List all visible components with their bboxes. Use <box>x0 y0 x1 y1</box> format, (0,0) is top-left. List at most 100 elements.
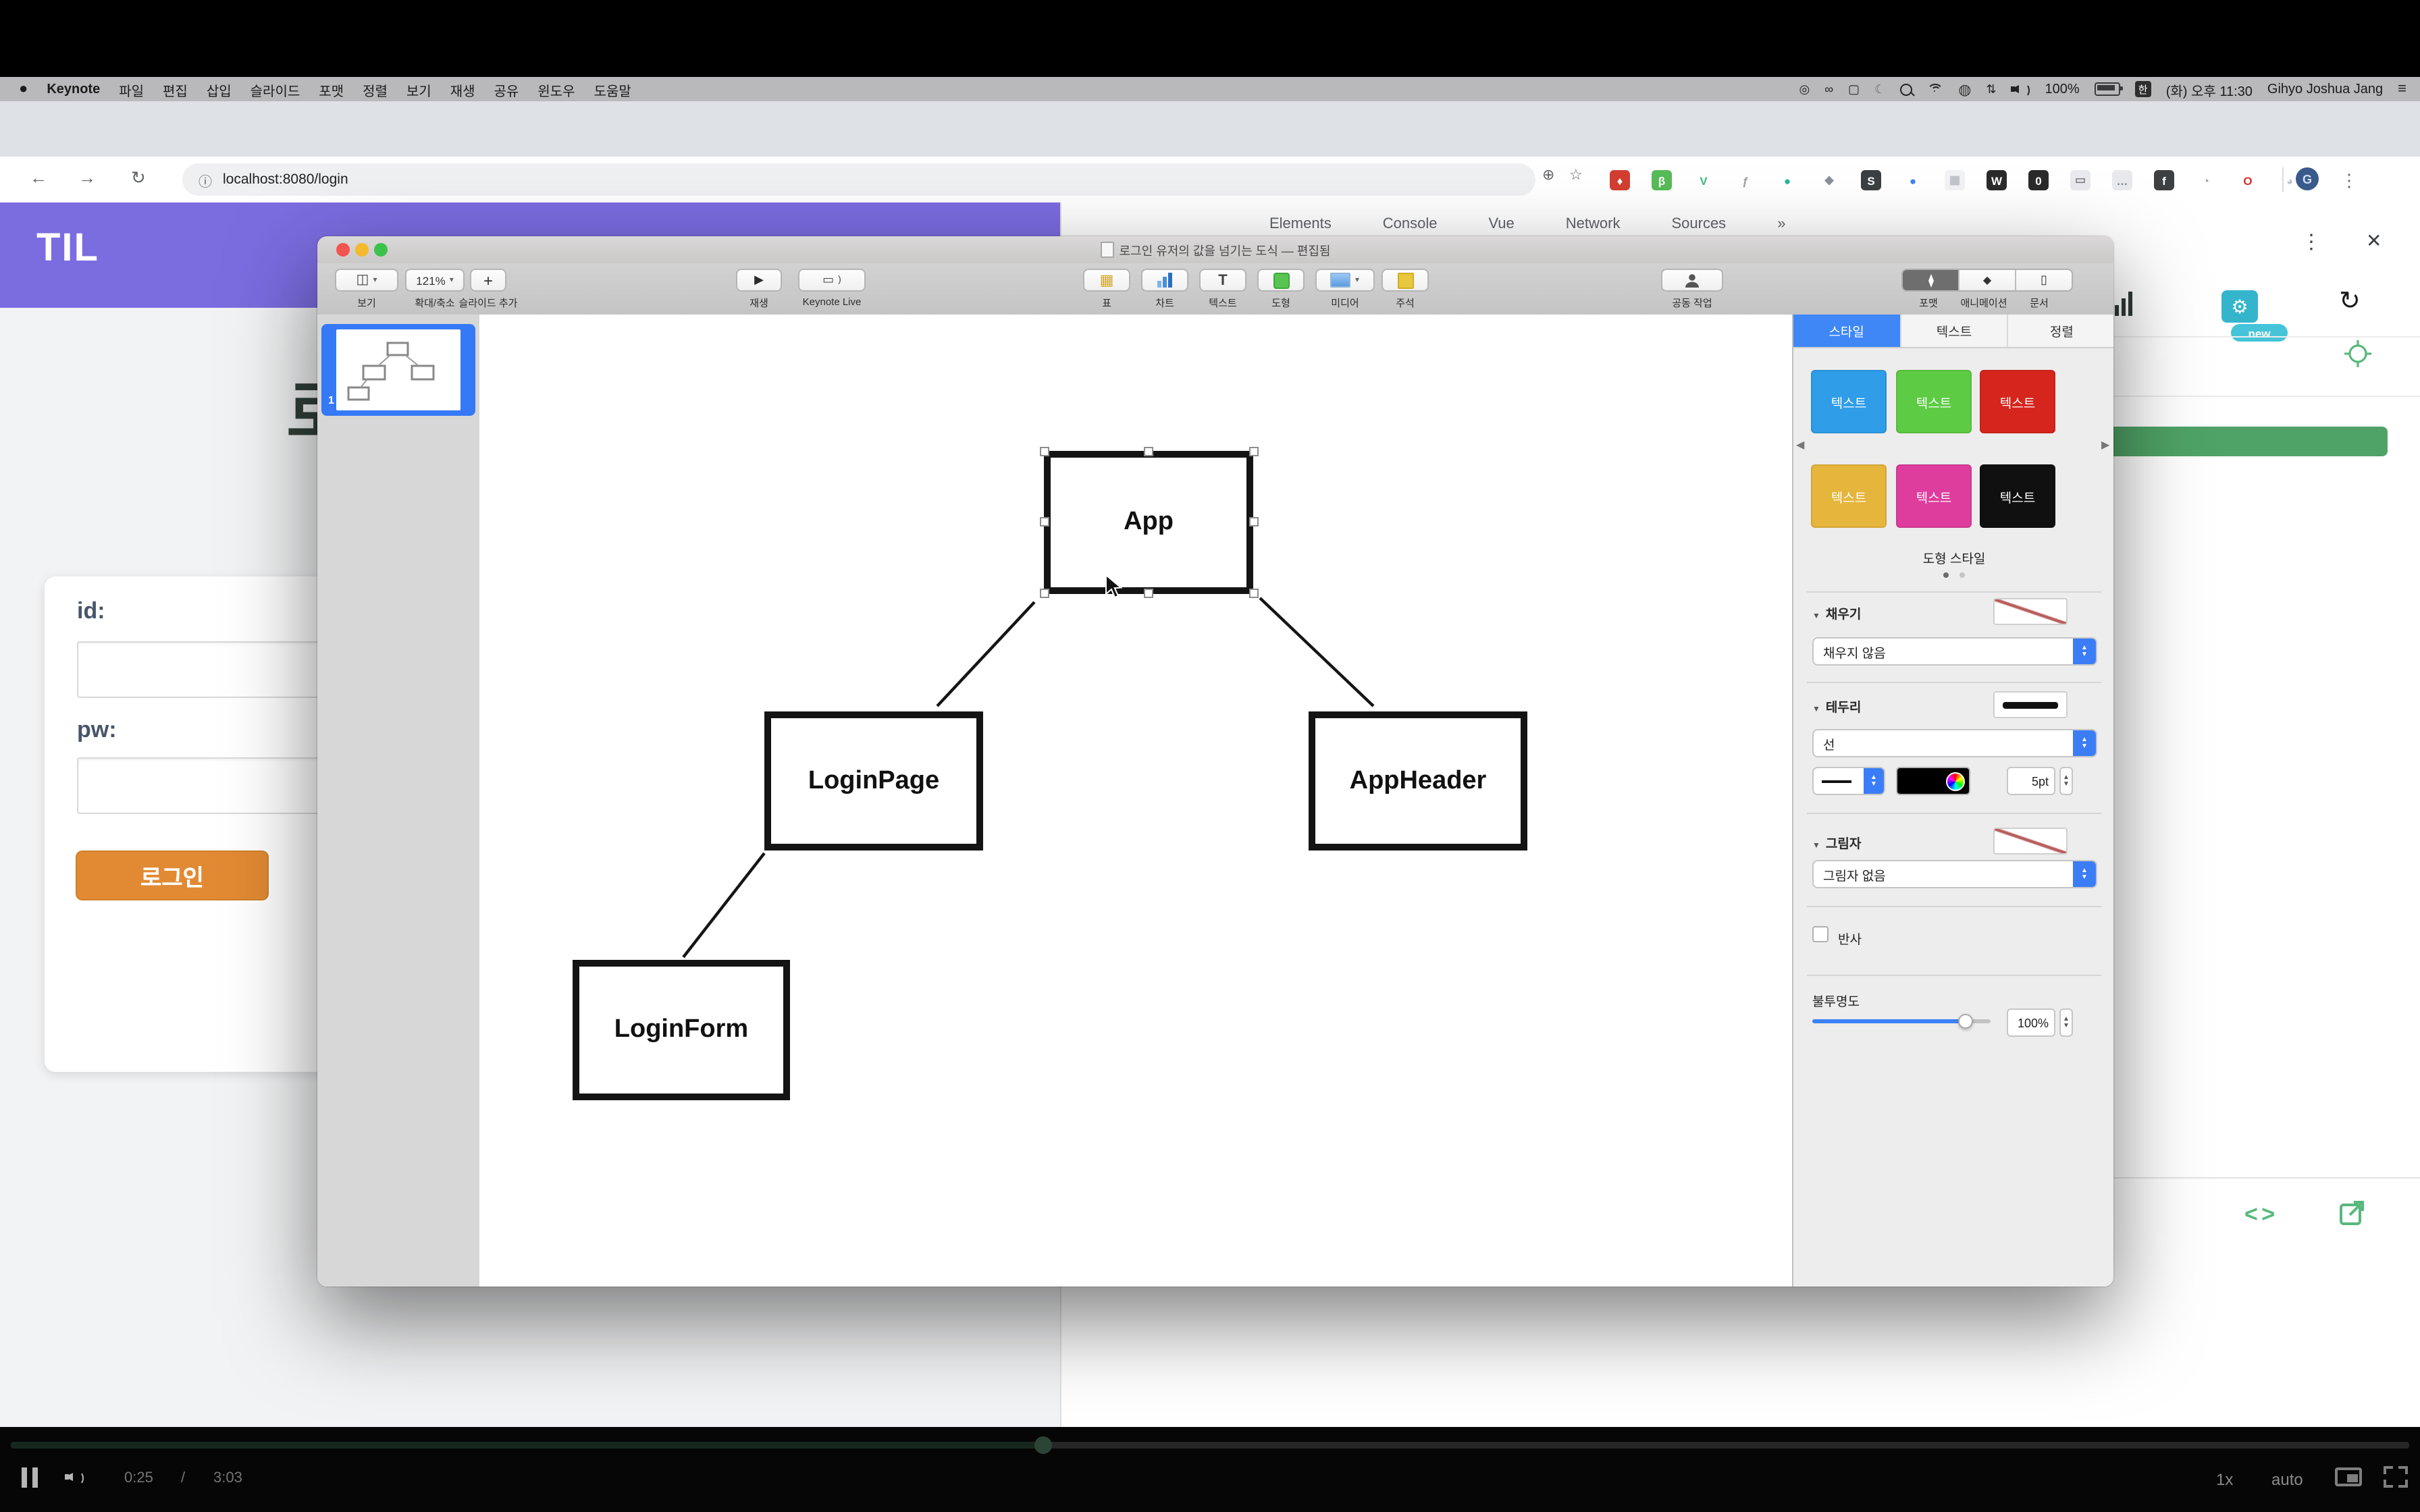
til-brand[interactable]: TIL <box>36 227 99 270</box>
selection-handle[interactable] <box>1040 447 1049 456</box>
menu-item[interactable]: 정렬 <box>363 84 388 99</box>
back-icon[interactable]: ← <box>30 167 47 188</box>
opacity-value-field[interactable]: 100% <box>2007 1008 2055 1037</box>
vpn-icon[interactable]: ◍ <box>1958 82 1972 98</box>
apple-menu-icon[interactable]: ● <box>19 81 28 97</box>
selection-handle[interactable] <box>1040 517 1049 526</box>
view-tool[interactable]: ◫▾ 보기 <box>335 269 398 309</box>
tab-arrange[interactable]: 정렬 <box>2049 325 2074 340</box>
animate-tab[interactable]: ◆ <box>1959 270 2016 290</box>
selection-handle[interactable] <box>1040 589 1049 598</box>
bookmark-star-icon[interactable]: ☆ <box>1569 167 1583 184</box>
fullscreen-icon[interactable] <box>2384 1466 2408 1488</box>
zoom-tool[interactable]: 121%▾ 확대/축소 <box>405 269 465 309</box>
refresh-icon[interactable]: ↻ <box>2339 288 2361 316</box>
style-swatch[interactable]: 텍스트 <box>1896 370 1972 433</box>
color-wheel-icon[interactable] <box>1946 772 1965 791</box>
extension-icon[interactable]: … <box>2112 170 2132 190</box>
battery-icon[interactable] <box>2094 82 2123 96</box>
style-swatch[interactable]: 텍스트 <box>1811 370 1887 433</box>
screen-record-icon[interactable]: ◎ <box>1799 82 1810 95</box>
extension-icon[interactable]: S <box>1861 170 1881 190</box>
text-tool[interactable]: T 텍스트 <box>1199 269 1246 309</box>
add-slide-tool[interactable]: + 슬라이드 추가 <box>459 269 517 309</box>
extension-icon[interactable]: ƒ <box>1735 170 1756 190</box>
close-traffic-light[interactable] <box>336 243 350 256</box>
devtools-tab[interactable]: Network <box>1565 216 1621 232</box>
extension-icon[interactable]: ◆ <box>1819 170 1839 190</box>
menu-item[interactable]: 편집 <box>163 84 188 99</box>
spotlight-icon[interactable] <box>1900 83 1913 95</box>
devtools-close-icon[interactable]: ✕ <box>2366 230 2382 251</box>
border-color-well[interactable] <box>1896 767 1970 795</box>
diagram-node-loginpage[interactable]: LoginPage <box>764 711 983 850</box>
zoom-traffic-light[interactable] <box>374 243 388 256</box>
menu-item[interactable]: 재생 <box>450 84 475 99</box>
display-icon[interactable]: ▢ <box>1848 82 1860 95</box>
comment-tool[interactable]: 주석 <box>1382 269 1429 309</box>
swatch-next-icon[interactable]: ▶ <box>2101 439 2110 451</box>
opacity-slider[interactable] <box>1812 1014 1991 1029</box>
extension-icon[interactable]: ● <box>1777 170 1797 190</box>
forward-icon[interactable]: → <box>78 167 96 188</box>
keynote-title-bar[interactable]: 로그인 유저의 값을 넘기는 도식 — 편집됨 <box>317 236 2113 265</box>
shadow-section-header[interactable]: ▼그림자 <box>1812 837 1862 852</box>
border-section-header[interactable]: ▼테두리 <box>1812 701 1862 716</box>
slide-thumbnail-selected[interactable]: 1 <box>321 324 475 416</box>
code-brackets-icon[interactable]: < > <box>2244 1202 2275 1227</box>
extension-icon[interactable]: ▦ <box>1945 170 1965 190</box>
keynote-live-tool[interactable]: ▭) Keynote Live <box>798 269 866 308</box>
format-tab[interactable] <box>1903 270 1959 290</box>
selection-handle[interactable] <box>1144 447 1153 456</box>
style-swatch[interactable]: 텍스트 <box>1980 464 2055 528</box>
pip-icon[interactable] <box>2335 1467 2362 1486</box>
site-info-icon[interactable]: ⓘ <box>199 175 212 190</box>
menu-item[interactable]: 파일 <box>119 84 144 99</box>
volume-icon[interactable] <box>2011 82 2030 97</box>
border-preview-swatch[interactable] <box>1993 691 2068 718</box>
selection-handle[interactable] <box>1144 589 1153 598</box>
menu-item[interactable]: 삽입 <box>206 84 232 99</box>
updown-icon[interactable]: ⇅ <box>1986 82 1997 95</box>
table-tool[interactable]: ▦ 표 <box>1083 269 1130 309</box>
swatch-prev-icon[interactable]: ◀ <box>1796 439 1805 451</box>
play-tool[interactable]: ▶ 재생 <box>736 269 782 309</box>
extension-icon[interactable]: ▭ <box>2070 170 2090 190</box>
menu-item[interactable]: 윈도우 <box>537 84 575 99</box>
devtools-tab[interactable]: Console <box>1382 216 1438 232</box>
devtools-tab[interactable]: Sources <box>1671 216 1727 232</box>
diagram-node-loginform[interactable]: LoginForm <box>573 960 790 1100</box>
devtools-kebab-icon[interactable]: ⋮ <box>2301 231 2321 254</box>
menu-item[interactable]: 보기 <box>406 84 431 99</box>
selection-handle[interactable] <box>1249 447 1259 456</box>
menu-clock[interactable]: (화) 오후 11:30 <box>2165 84 2253 99</box>
collaborate-tool[interactable]: 공동 작업 <box>1661 269 1723 309</box>
diagram-node-appheader[interactable]: AppHeader <box>1309 711 1527 850</box>
profile-avatar[interactable]: G <box>2296 167 2319 190</box>
target-icon[interactable] <box>2344 340 2371 367</box>
line-style-dropdown[interactable]: ▲▼ <box>1812 767 1885 795</box>
extension-icon[interactable]: 0 <box>2028 170 2049 190</box>
chart-tool[interactable]: 차트 <box>1141 269 1188 309</box>
browser-menu-icon[interactable]: ⋮ <box>2340 170 2358 190</box>
devtools-tab[interactable]: Vue <box>1488 216 1515 232</box>
extension-icon[interactable]: W <box>1987 170 2007 190</box>
extension-icon[interactable]: f <box>2154 170 2174 190</box>
extension-icon[interactable]: β <box>1652 170 1672 190</box>
fill-section-header[interactable]: ▼채우기 <box>1812 608 1862 622</box>
wifi-icon[interactable] <box>1927 83 1944 95</box>
tab-text[interactable]: 텍스트 <box>1901 315 2009 347</box>
shape-tool[interactable]: 도형 <box>1257 269 1305 309</box>
external-link-icon[interactable] <box>2339 1199 2366 1226</box>
tab-style[interactable]: 스타일 <box>1793 315 1901 347</box>
address-bar[interactable]: ⓘ localhost:8080/login <box>182 163 1535 196</box>
menu-user-name[interactable]: Gihyo Joshua Jang <box>2267 82 2384 97</box>
green-bar[interactable] <box>2080 427 2388 456</box>
document-tab[interactable]: ▯ <box>2016 270 2072 290</box>
menu-item[interactable]: 포맷 <box>319 84 344 99</box>
fill-preview-swatch[interactable] <box>1993 598 2068 625</box>
extension-icon[interactable]: V <box>1693 170 1714 190</box>
extension-icon[interactable]: O <box>2238 170 2258 190</box>
menu-item[interactable]: 도움말 <box>594 84 631 99</box>
border-type-dropdown[interactable]: 선 ▲▼ <box>1812 729 2097 757</box>
